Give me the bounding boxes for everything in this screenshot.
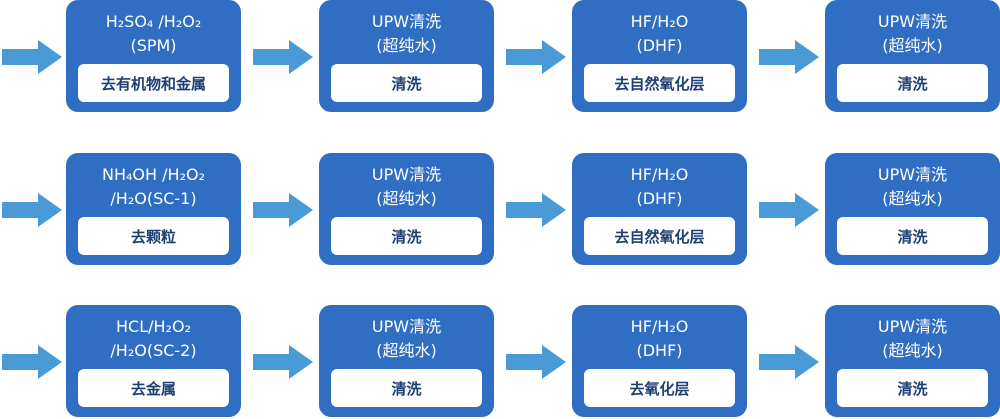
reagent-line-1: UPW清洗 [877, 317, 948, 336]
step-box: H₂SO₄ /H₂O₂ (SPM) 去有机物和金属 [66, 0, 241, 112]
reagent-line-2: (超纯水) [882, 341, 943, 360]
reagent-line-2: (超纯水) [376, 36, 437, 55]
arrow-icon [2, 345, 62, 379]
reagent-line-1: UPW清洗 [877, 165, 948, 184]
reagent-line-1: NH₄OH /H₂O₂ [102, 165, 205, 184]
reagent-line-2: (DHF) [636, 341, 683, 360]
reagent-line-1: HF/H₂O [630, 317, 689, 336]
reagent-line-2: /H₂O(SC-2) [110, 341, 197, 360]
reagent-line-2: (DHF) [636, 36, 683, 55]
reagent-line-1: HCL/H₂O₂ [116, 317, 191, 336]
arrow-icon [506, 40, 566, 74]
reagent-line-2: (超纯水) [376, 189, 437, 208]
process-row-1: H₂SO₄ /H₂O₂ (SPM) 去有机物和金属 UPW清洗 (超纯水) 清洗 H… [0, 0, 1000, 114]
reagent-line-2: (SPM) [130, 36, 177, 55]
arrow-icon [506, 345, 566, 379]
reagent-line-1: UPW清洗 [371, 317, 442, 336]
reagent-line-2: (超纯水) [882, 36, 943, 55]
reagent-line-1: H₂SO₄ /H₂O₂ [105, 12, 202, 31]
step-box: UPW清洗 (超纯水) 清洗 [825, 153, 1000, 265]
step-action: 去金属 [78, 369, 229, 407]
arrow-icon [2, 193, 62, 227]
reagent-line-1: HF/H₂O [630, 165, 689, 184]
step-box: HF/H₂O (DHF) 去自然氧化层 [572, 153, 747, 265]
step-box: HF/H₂O (DHF) 去自然氧化层 [572, 0, 747, 112]
reagent-line-1: UPW清洗 [371, 12, 442, 31]
step-box: NH₄OH /H₂O₂/H₂O(SC-1) 去颗粒 [66, 153, 241, 265]
step-box: UPW清洗 (超纯水) 清洗 [825, 305, 1000, 417]
arrow-icon [2, 40, 62, 74]
arrow-icon [506, 193, 566, 227]
reagent-line-1: UPW清洗 [371, 165, 442, 184]
step-action: 去自然氧化层 [584, 64, 735, 102]
step-action: 清洗 [837, 369, 988, 407]
step-box: UPW清洗 (超纯水) 清洗 [319, 305, 494, 417]
step-box: UPW清洗 (超纯水) 清洗 [319, 0, 494, 112]
arrow-icon [253, 40, 313, 74]
reagent-line-2: (超纯水) [376, 341, 437, 360]
step-action: 去有机物和金属 [78, 64, 229, 102]
arrow-icon [253, 193, 313, 227]
step-box: UPW清洗 (超纯水) 清洗 [825, 0, 1000, 112]
reagent-line-2: /H₂O(SC-1) [110, 189, 197, 208]
step-action: 清洗 [331, 64, 482, 102]
arrow-icon [253, 345, 313, 379]
reagent-line-1: HF/H₂O [630, 12, 689, 31]
step-action: 清洗 [837, 217, 988, 255]
process-row-3: HCL/H₂O₂/H₂O(SC-2) 去金属 UPW清洗 (超纯水) 清洗 HF/… [0, 305, 1000, 419]
reagent-line-2: (超纯水) [882, 189, 943, 208]
step-action: 清洗 [331, 369, 482, 407]
step-action: 去氧化层 [584, 369, 735, 407]
step-action: 去自然氧化层 [584, 217, 735, 255]
arrow-icon [759, 40, 819, 74]
arrow-icon [759, 345, 819, 379]
reagent-line-1: UPW清洗 [877, 12, 948, 31]
step-box: HCL/H₂O₂/H₂O(SC-2) 去金属 [66, 305, 241, 417]
step-action: 清洗 [331, 217, 482, 255]
step-box: UPW清洗 (超纯水) 清洗 [319, 153, 494, 265]
arrow-icon [759, 193, 819, 227]
step-box: HF/H₂O (DHF) 去氧化层 [572, 305, 747, 417]
reagent-line-2: (DHF) [636, 189, 683, 208]
step-action: 清洗 [837, 64, 988, 102]
process-row-2: NH₄OH /H₂O₂/H₂O(SC-1) 去颗粒 UPW清洗(超纯水) 清洗 … [0, 153, 1000, 267]
step-action: 去颗粒 [78, 217, 229, 255]
